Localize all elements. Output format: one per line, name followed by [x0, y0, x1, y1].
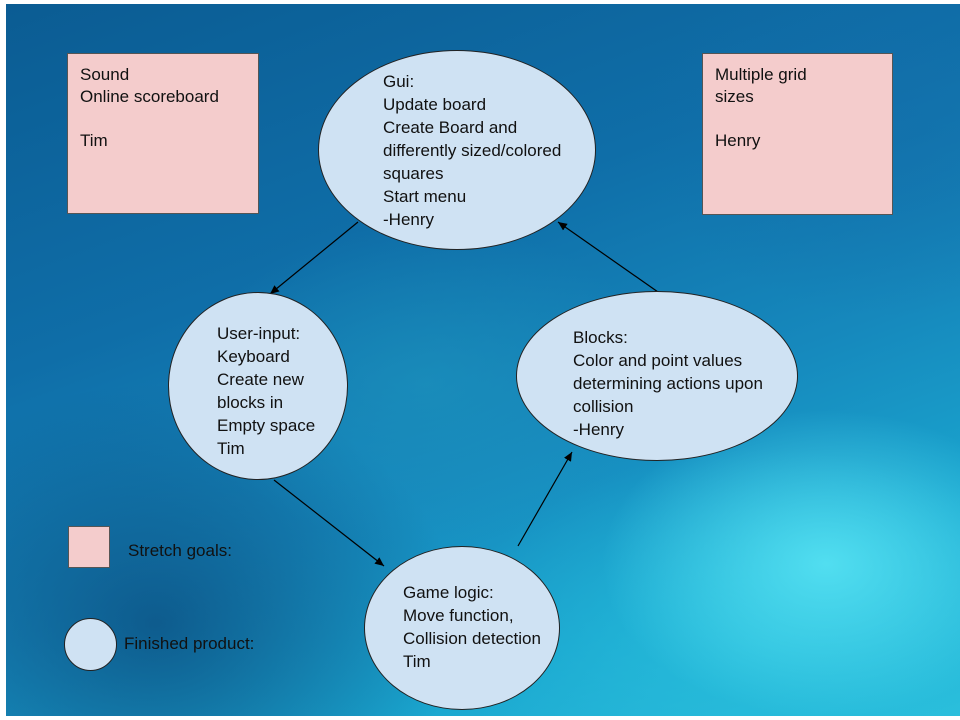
node-gui: Gui: Update board Create Board and diffe… [318, 50, 596, 250]
legend-stretch-label: Stretch goals: [128, 541, 232, 560]
ocean-background: Sound Online scoreboard Tim Multiple gri… [6, 4, 960, 716]
flow-arrows [269, 221, 659, 567]
legend-finished-label: Finished product: [124, 634, 255, 653]
stretch-goal-box-left: Sound Online scoreboard Tim [67, 53, 259, 214]
node-game-logic: Game logic: Move function, Collision det… [364, 546, 560, 710]
node-user-input: User-input: Keyboard Create new blocks i… [168, 292, 348, 480]
node-gui-label: Gui: Update board Create Board and diffe… [383, 72, 562, 229]
arrow-game-logic-to-blocks [517, 451, 573, 547]
stretch-goal-box-right: Multiple grid sizes Henry [702, 53, 893, 215]
node-game-logic-label: Game logic: Move function, Collision det… [403, 583, 541, 671]
arrow-gui-to-user-input [269, 221, 359, 295]
legend-finished-swatch [64, 618, 117, 671]
node-blocks: Blocks: Color and point values determini… [516, 291, 798, 461]
node-blocks-label: Blocks: Color and point values determini… [573, 328, 763, 439]
arrow-blocks-to-gui [557, 221, 659, 293]
legend-stretch-swatch [68, 526, 110, 568]
arrow-user-input-to-game-logic [273, 479, 385, 567]
node-user-input-label: User-input: Keyboard Create new blocks i… [217, 324, 316, 458]
